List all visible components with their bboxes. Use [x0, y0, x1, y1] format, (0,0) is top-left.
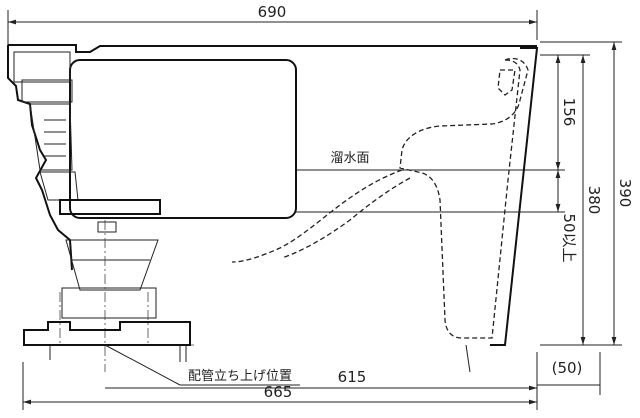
dim-label-380: 380: [585, 186, 603, 215]
pipe-position-label: 配管立ち上げ位置: [188, 369, 292, 384]
dim-label-690: 690: [258, 3, 287, 21]
seat-hinge: [59, 199, 161, 215]
valve-box: [97, 221, 117, 233]
pipe-position-callout: 配管立ち上げ位置: [104, 344, 300, 386]
dim-label-50-offset: (50): [552, 359, 583, 377]
dim-inner-width: 615 (50): [105, 352, 601, 395]
dim-label-390: 390: [616, 179, 634, 208]
dim-label-50-min: 50以上: [560, 213, 578, 262]
tank-middle-block: [21, 79, 73, 103]
water-surface-label: 溜水面: [330, 151, 369, 166]
pipe-flange: [61, 287, 157, 319]
tank-mechanism: [7, 44, 537, 372]
tank-top-block: [13, 51, 71, 83]
tank-cover-panel: [69, 59, 297, 219]
dim-top-width: 690: [7, 3, 538, 48]
floor-base: [23, 321, 471, 373]
dim-label-665: 665: [264, 383, 293, 401]
dim-heights: 390 380 156 50以上: [470, 41, 634, 346]
dim-label-156: 156: [560, 98, 578, 127]
dim-label-615: 615: [338, 368, 367, 386]
